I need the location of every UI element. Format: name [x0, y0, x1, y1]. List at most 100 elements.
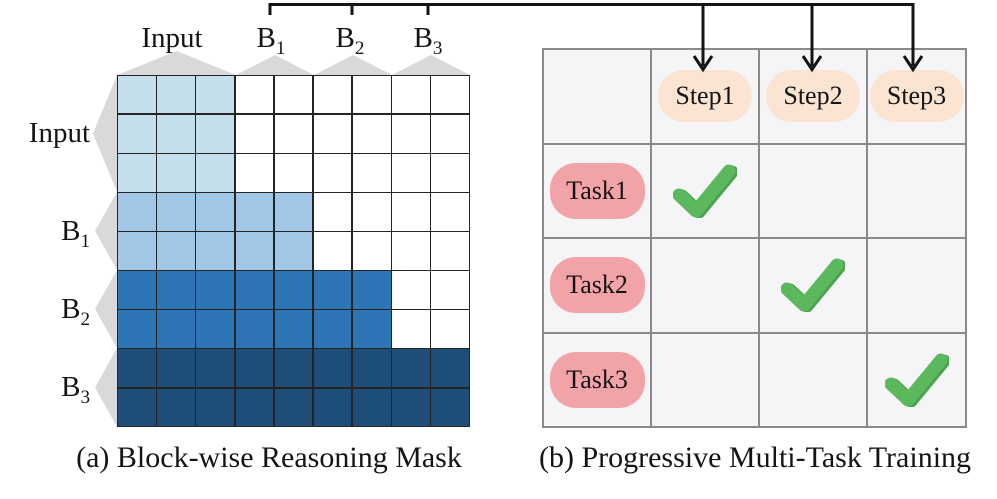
top-brace-triangle-b3 — [392, 55, 470, 75]
training-table: Step1 Step2 Step3 Task1 Task2 Task3 — [542, 48, 967, 428]
check-icon — [673, 164, 737, 218]
grid-cell — [353, 193, 391, 231]
grid-cell — [353, 388, 391, 426]
grid-cell — [313, 76, 352, 114]
grid-cell — [196, 388, 234, 426]
top-brace-triangle-b1 — [236, 55, 314, 75]
grid-cell — [392, 271, 430, 309]
grid-cell — [353, 310, 391, 348]
table-cell — [868, 333, 965, 426]
table-corner-cell — [544, 50, 650, 143]
grid-cell — [157, 388, 195, 426]
step-pill: Step2 — [766, 70, 860, 123]
grid-cell — [196, 76, 234, 114]
grid-cell — [274, 115, 313, 153]
grid-cell — [118, 154, 156, 192]
grid-cell — [313, 349, 352, 387]
grid-cell — [274, 271, 313, 309]
grid-cell — [235, 349, 274, 387]
task-pill: Task3 — [549, 351, 645, 408]
col-label-b3: B3 — [413, 22, 443, 59]
grid-cell — [431, 349, 469, 387]
grid-cell — [157, 232, 195, 270]
table-row-label-cell: Task2 — [544, 239, 650, 332]
col-label-b1: B1 — [256, 22, 286, 59]
top-brace-triangle-b2 — [314, 55, 392, 75]
grid-cell — [392, 232, 430, 270]
col-label-input: Input — [141, 22, 203, 54]
table-header-cell: Step3 — [868, 50, 965, 143]
grid-cell — [118, 232, 156, 270]
grid-cell — [313, 310, 352, 348]
reasoning-mask-grid — [117, 75, 470, 427]
grid-cell — [118, 76, 156, 114]
grid-cell — [353, 154, 391, 192]
table-cell — [760, 239, 866, 332]
task-pill: Task1 — [549, 162, 645, 219]
check-icon — [884, 353, 949, 407]
table-cell — [868, 239, 965, 332]
col-label-b2: B2 — [335, 22, 365, 59]
grid-cell — [118, 388, 156, 426]
grid-cell — [196, 271, 234, 309]
left-brace-triangle-input — [93, 75, 117, 192]
table-header-cell: Step1 — [652, 50, 758, 143]
left-brace-triangle-b3 — [95, 348, 117, 427]
grid-cell — [392, 349, 430, 387]
grid-cell — [274, 388, 313, 426]
grid-cell — [235, 271, 274, 309]
grid-cell — [392, 388, 430, 426]
grid-cell — [157, 193, 195, 231]
top-brace-triangle-input — [117, 51, 236, 75]
grid-cell — [235, 310, 274, 348]
grid-cell — [353, 76, 391, 114]
grid-cell — [118, 349, 156, 387]
grid-cell — [274, 154, 313, 192]
grid-cell — [118, 310, 156, 348]
grid-cell — [431, 388, 469, 426]
grid-cell — [157, 271, 195, 309]
table-cell — [760, 333, 866, 426]
step-pill: Step3 — [869, 70, 964, 123]
grid-cell — [274, 310, 313, 348]
grid-cell — [431, 193, 469, 231]
grid-cell — [431, 115, 469, 153]
grid-cell — [392, 76, 430, 114]
row-label-b1: B1 — [61, 215, 90, 252]
grid-cell — [353, 349, 391, 387]
grid-cell — [235, 388, 274, 426]
table-header-cell: Step2 — [760, 50, 866, 143]
grid-cell — [431, 310, 469, 348]
row-label-b2: B2 — [61, 293, 90, 330]
table-cell — [868, 144, 965, 237]
table-cell — [652, 239, 758, 332]
grid-cell — [392, 115, 430, 153]
grid-cell — [235, 115, 274, 153]
check-icon — [781, 258, 845, 313]
left-brace-triangle-b1 — [95, 192, 117, 270]
grid-cell — [392, 193, 430, 231]
grid-cell — [235, 232, 274, 270]
grid-cell — [157, 115, 195, 153]
grid-cell — [274, 232, 313, 270]
grid-cell — [313, 271, 352, 309]
table-cell — [652, 333, 758, 426]
task-pill: Task2 — [549, 257, 645, 314]
grid-cell — [353, 115, 391, 153]
grid-cell — [274, 193, 313, 231]
grid-cell — [431, 232, 469, 270]
grid-cell — [118, 271, 156, 309]
grid-cell — [196, 193, 234, 231]
grid-cell — [313, 388, 352, 426]
table-cell — [760, 144, 866, 237]
row-label-input: Input — [28, 117, 90, 149]
grid-cell — [392, 154, 430, 192]
grid-cell — [431, 76, 469, 114]
row-label-b3: B3 — [61, 371, 90, 408]
grid-cell — [392, 310, 430, 348]
grid-cell — [196, 232, 234, 270]
grid-cell — [235, 193, 274, 231]
left-brace-triangle-b2 — [95, 270, 117, 348]
grid-cell — [118, 115, 156, 153]
